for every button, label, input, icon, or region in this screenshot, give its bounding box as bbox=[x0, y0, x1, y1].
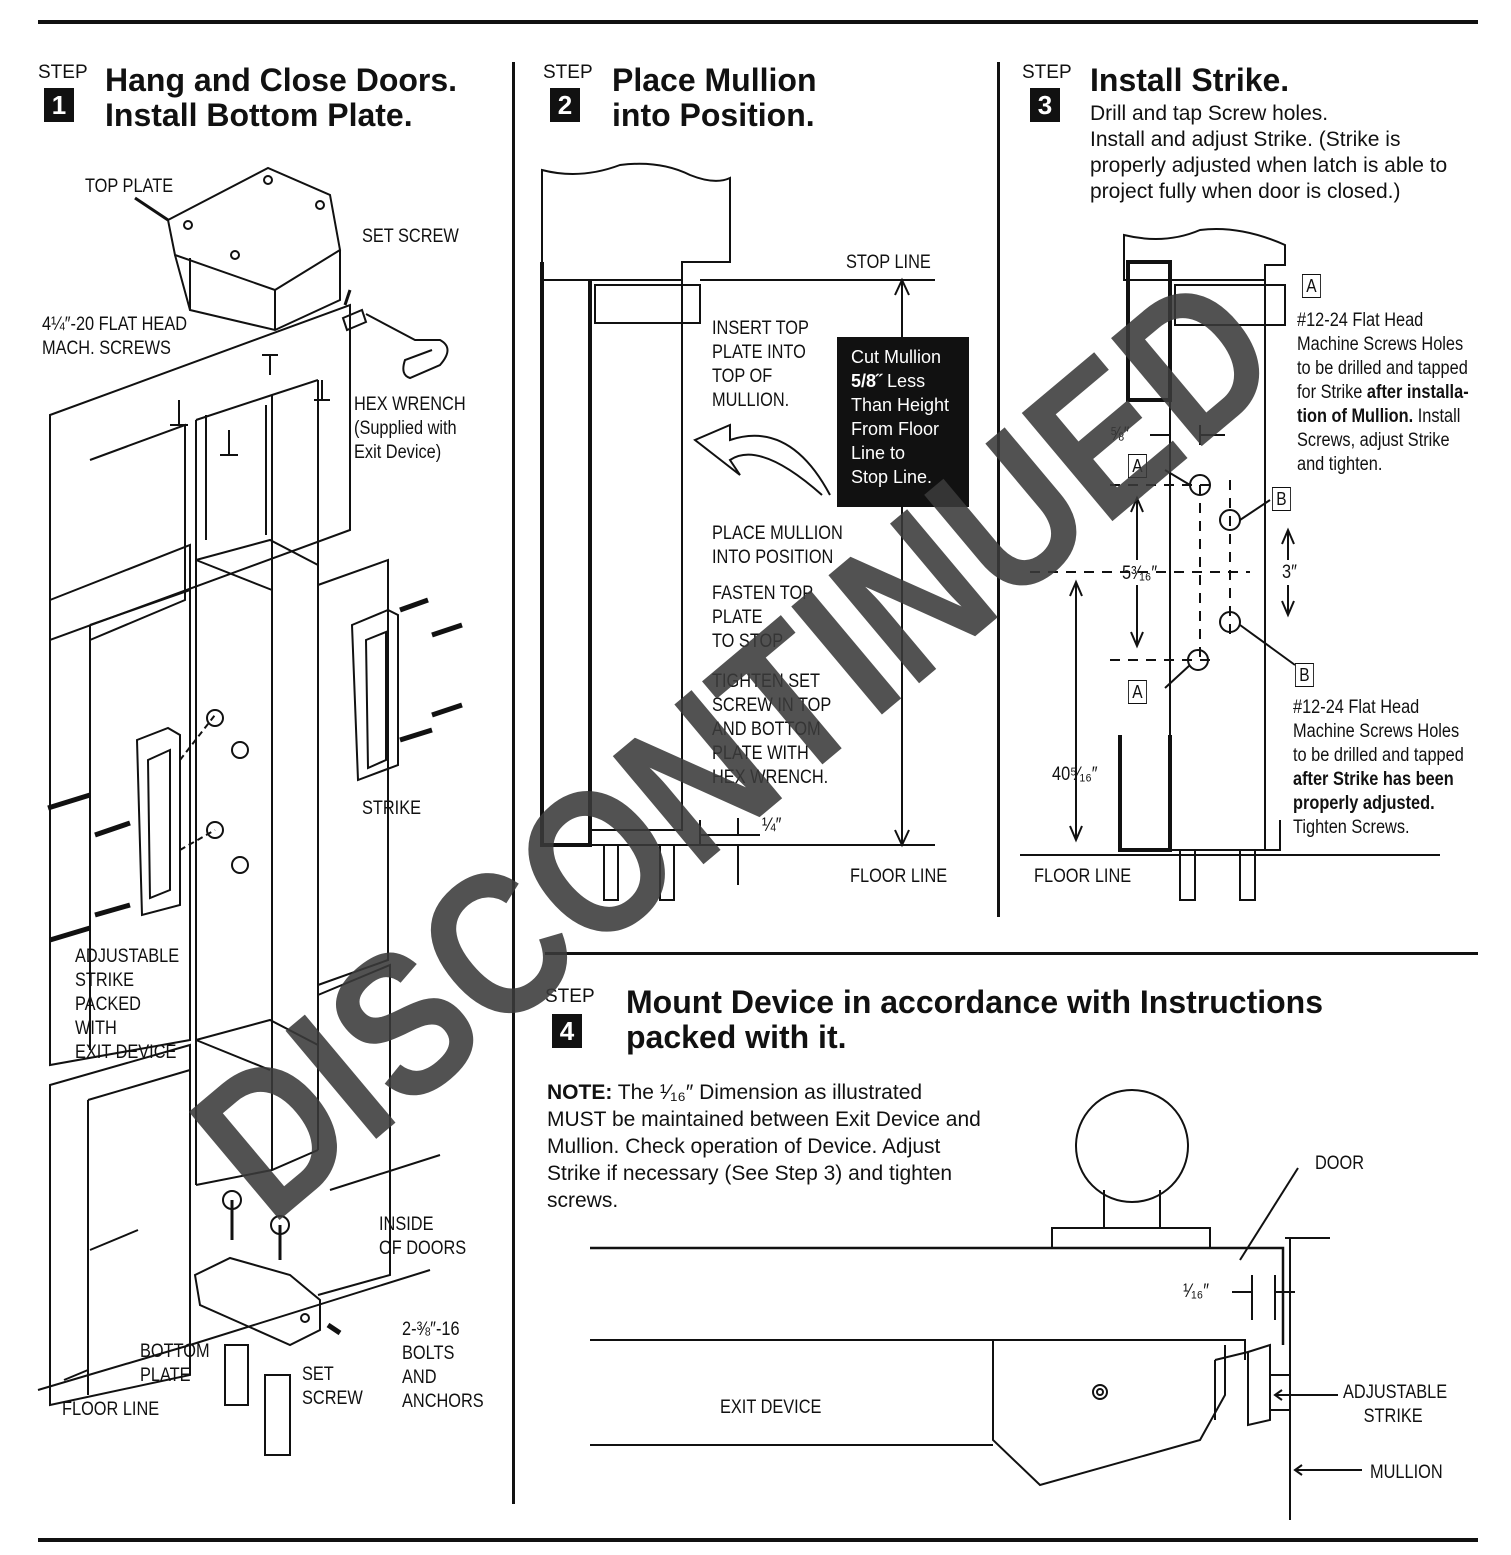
top-rule bbox=[38, 20, 1478, 24]
step4-word: STEP bbox=[545, 986, 595, 1007]
label-flat-head: 4¼″-20 FLAT HEAD MACH. SCREWS bbox=[42, 314, 188, 359]
step2-word: STEP bbox=[543, 62, 593, 83]
label-forty-5-16: 40⁵⁄₁₆″ bbox=[1052, 764, 1098, 785]
label-floor-line-2: FLOOR LINE bbox=[850, 866, 948, 887]
divider-2-3 bbox=[997, 62, 1000, 917]
label-a-note: #12-24 Flat Head Machine Screws Holes to… bbox=[1297, 310, 1469, 475]
label-b-note: #12-24 Flat Head Machine Screws Holes to… bbox=[1293, 697, 1464, 838]
label-box-a-2: A bbox=[1128, 680, 1147, 705]
step4-number: 4 bbox=[552, 1014, 582, 1048]
divider-step4 bbox=[545, 952, 1478, 955]
cut-mullion-box: Cut Mullion 5/8˝ Less Than Height From F… bbox=[837, 337, 969, 507]
step3-title: Install Strike. bbox=[1090, 62, 1290, 98]
label-adjustable-strike-4: ADJUSTABLE STRIKE bbox=[1343, 1382, 1448, 1427]
label-tighten-set-screw: TIGHTEN SET SCREW IN TOP AND BOTTOM PLAT… bbox=[712, 671, 832, 788]
label-bolts-anchors: 2-⅜″-16 BOLTS AND ANCHORS bbox=[402, 1319, 484, 1412]
label-three-inch: 3″ bbox=[1282, 562, 1297, 583]
label-quarter-inch: ¼″ bbox=[762, 815, 782, 836]
step4-title: Mount Device in accordance with Instruct… bbox=[626, 984, 1324, 1055]
label-hex-wrench: HEX WRENCH (Supplied with Exit Device) bbox=[354, 394, 466, 463]
label-top-plate: TOP PLATE bbox=[85, 176, 174, 197]
label-door: DOOR bbox=[1315, 1153, 1365, 1174]
label-stop-line: STOP LINE bbox=[846, 252, 931, 273]
label-floor-line-3: FLOOR LINE bbox=[1034, 866, 1132, 887]
label-inside-doors: INSIDE OF DOORS bbox=[379, 1214, 467, 1259]
step1-number: 1 bbox=[44, 88, 74, 122]
label-five-3-16: 5³⁄₁₆″ bbox=[1122, 563, 1158, 584]
label-box-b-2: B bbox=[1295, 663, 1314, 688]
step2-number: 2 bbox=[550, 88, 580, 122]
step1-word: STEP bbox=[38, 62, 88, 83]
label-strike: STRIKE bbox=[362, 798, 422, 819]
label-floor-line-1: FLOOR LINE bbox=[62, 1399, 160, 1420]
divider-1-2 bbox=[512, 62, 515, 1504]
label-box-a-top: A bbox=[1302, 274, 1321, 299]
label-mullion: MULLION bbox=[1370, 1462, 1443, 1483]
bottom-rule bbox=[38, 1538, 1478, 1542]
label-exit-device: EXIT DEVICE bbox=[720, 1397, 822, 1418]
step3-instructions: Drill and tap Screw holes. Install and a… bbox=[1090, 102, 1448, 203]
label-box-a-1: A bbox=[1128, 454, 1147, 479]
label-bottom-plate: BOTTOM PLATE bbox=[140, 1341, 210, 1386]
label-set-screw-bottom: SET SCREW bbox=[302, 1364, 363, 1409]
step3-word: STEP bbox=[1022, 62, 1072, 83]
step4-drawing bbox=[590, 1089, 1362, 1520]
step2-title: Place Mullion into Position. bbox=[612, 62, 817, 133]
label-place-mullion: PLACE MULLION INTO POSITION bbox=[712, 523, 843, 568]
step1-title: Hang and Close Doors. Install Bottom Pla… bbox=[105, 62, 458, 133]
label-insert-top-plate: INSERT TOP PLATE INTO TOP OF MULLION. bbox=[712, 318, 809, 411]
step3-number: 3 bbox=[1030, 88, 1060, 122]
label-one-sixteenth: ¹⁄₁₆″ bbox=[1183, 1281, 1210, 1302]
label-set-screw-top: SET SCREW bbox=[362, 226, 459, 247]
label-box-b-1: B bbox=[1272, 487, 1291, 512]
label-adjustable-strike: ADJUSTABLE STRIKE PACKED WITH EXIT DEVIC… bbox=[75, 946, 180, 1063]
step1-drawing bbox=[37, 166, 463, 1456]
label-fasten-top-plate: FASTEN TOP PLATE TO STOP bbox=[712, 583, 814, 652]
step3-drawing bbox=[1020, 228, 1440, 901]
label-five-eighths: ⅝″ bbox=[1110, 424, 1130, 445]
step4-note: NOTE: The ¹⁄₁₆″ Dimension as illustrated… bbox=[547, 1081, 981, 1212]
